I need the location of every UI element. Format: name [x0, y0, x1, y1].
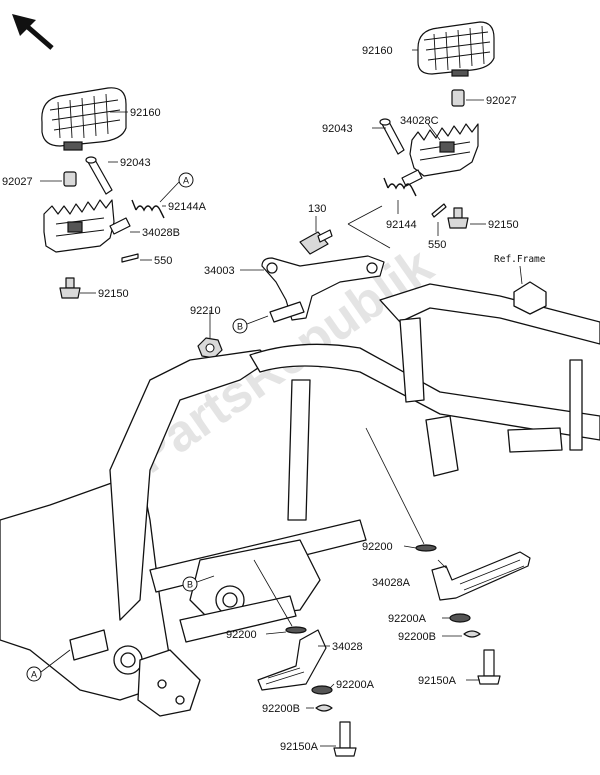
label-92150-right: 92150 — [488, 219, 519, 231]
label-92200a-right: 92200A — [388, 613, 427, 625]
shaft-bolt[interactable] — [269, 301, 305, 323]
svg-text:A: A — [31, 670, 37, 680]
label-92043-left: 92043 — [120, 157, 151, 169]
footpeg-rubber-right[interactable] — [417, 21, 495, 77]
collar-left[interactable] — [63, 171, 77, 187]
cotter-pin-left[interactable] — [121, 253, 139, 263]
svg-text:B: B — [187, 580, 193, 590]
right-footpeg-assembly[interactable] — [379, 21, 495, 229]
cotter-pin-right[interactable] — [431, 203, 447, 218]
svg-text:A: A — [183, 176, 189, 186]
nut-92210[interactable] — [197, 337, 223, 359]
label-92150a-bottom: 92150A — [280, 741, 319, 753]
footpeg-left[interactable] — [43, 199, 131, 253]
spring-right[interactable] — [383, 177, 417, 197]
label-34003: 34003 — [204, 265, 235, 277]
pin-right[interactable] — [379, 118, 405, 155]
clip-92200b-right[interactable] — [463, 630, 481, 638]
footpeg-right[interactable] — [401, 123, 479, 187]
label-550-right: 550 — [428, 239, 446, 251]
washer-92200-top[interactable] — [415, 544, 437, 552]
label-92150-left: 92150 — [98, 288, 129, 300]
washer-92200a-right[interactable] — [449, 613, 471, 623]
label-92200a-bottom: 92200A — [336, 679, 375, 691]
svg-text:B: B — [237, 322, 243, 332]
label-92144: 92144 — [386, 219, 417, 231]
label-34028: 34028 — [332, 641, 363, 653]
pin-92150a-right[interactable] — [477, 649, 501, 685]
bolt-130[interactable] — [299, 229, 333, 255]
label-92200-top: 92200 — [362, 541, 393, 553]
callout-b-top: B — [232, 318, 248, 334]
label-34028b: 34028B — [142, 227, 180, 239]
pin-left[interactable] — [85, 156, 113, 195]
label-92144a: 92144A — [168, 201, 207, 213]
pin-92150a-bottom[interactable] — [333, 721, 357, 757]
spring-left[interactable] — [131, 199, 165, 219]
callout-a-top: A — [178, 172, 194, 188]
washer-92200a-bottom[interactable] — [311, 685, 333, 695]
label-92200b-right: 92200B — [398, 631, 436, 643]
label-92150a-right: 92150A — [418, 675, 457, 687]
bolt-right[interactable] — [447, 207, 469, 229]
label-ref-frame: Ref.Frame — [494, 254, 546, 265]
label-92200-mid: 92200 — [226, 629, 257, 641]
passenger-footpeg-left[interactable] — [257, 629, 327, 691]
washer-92200-mid[interactable] — [285, 626, 307, 634]
label-92043-right: 92043 — [322, 123, 353, 135]
label-92210: 92210 — [190, 305, 221, 317]
footpeg-rubber-left[interactable] — [41, 87, 127, 151]
label-34028c: 34028C — [400, 115, 439, 127]
passenger-footpeg-right[interactable] — [431, 551, 531, 601]
bolt-left[interactable] — [59, 277, 81, 299]
collar-right[interactable] — [451, 89, 465, 107]
callout-b-frame: B — [182, 576, 198, 592]
label-92027-left: 92027 — [2, 176, 33, 188]
clip-92200b-bottom[interactable] — [315, 704, 333, 712]
label-92200b-bottom: 92200B — [262, 703, 300, 715]
label-92027-right: 92027 — [486, 95, 517, 107]
left-footpeg-assembly[interactable] — [41, 87, 165, 299]
label-130: 130 — [308, 203, 326, 215]
label-34028a: 34028A — [372, 577, 411, 589]
label-92160-left: 92160 — [130, 107, 161, 119]
label-550-left: 550 — [154, 255, 172, 267]
callout-a-frame: A — [26, 666, 42, 682]
front-direction-arrow-icon — [12, 14, 54, 50]
label-92160-right: 92160 — [362, 45, 393, 57]
frame — [0, 281, 600, 717]
